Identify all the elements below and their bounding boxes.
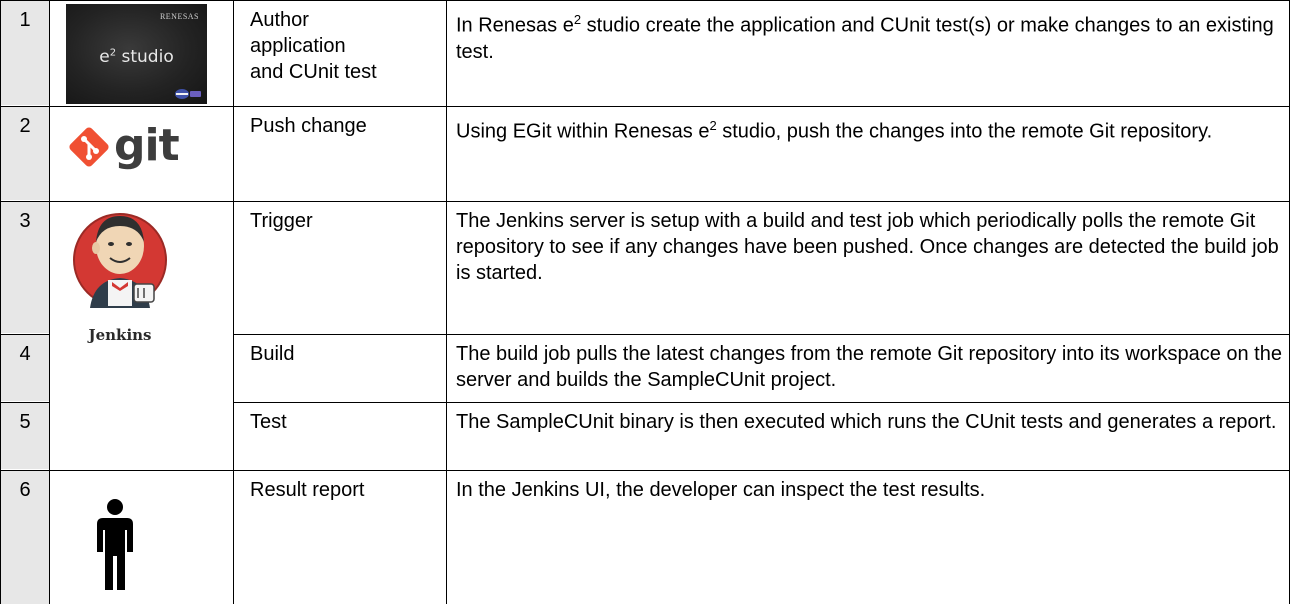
person-icon [97,499,133,590]
step-action-line: application [250,35,346,57]
step-action: Result report [250,479,365,501]
step-action: Test [250,411,287,433]
step-number: 1 [19,9,31,31]
e2-studio-title: e2 studio [99,47,174,67]
git-diamond-icon [69,127,109,167]
step-cell-bg [1,403,49,469]
table-border [233,334,1290,335]
jenkins-butler-icon [73,213,167,308]
step-cell-bg [1,202,49,333]
step-action: Build [250,343,295,365]
step-number: 2 [19,115,31,137]
table-border [446,0,447,604]
step-action: Author application and CUnit test [250,1,440,85]
step-number: 3 [19,210,31,232]
step-action-line: and CUnit test [250,61,377,83]
step-description: In the Jenkins UI, the developer can ins… [456,479,986,501]
eclipse-badge-icon [175,89,201,99]
git-logo: git [66,120,186,174]
jenkins-logo: Jenkins [64,198,176,358]
table-border [0,0,1,604]
step-description: The SampleCUnit binary is then executed … [456,411,1277,433]
table-border [0,201,1290,202]
step-action: Push change [250,115,367,137]
table-border [0,106,1290,107]
table-border [233,0,234,604]
step-action-line: Author [250,9,309,31]
e2-studio-logo: RENESAS e2 studio [66,4,207,104]
git-wordmark: git [114,120,180,171]
step-cell-bg [1,335,49,401]
step-cell-bg [1,107,49,200]
table-border [0,0,1290,1]
step-number: 5 [19,411,31,433]
step-description: Using EGit within Renesas e2 studio, pus… [456,118,1213,143]
step-description: The build job pulls the latest changes f… [456,343,1282,391]
jenkins-label: Jenkins [88,326,152,344]
table-border [233,402,1290,403]
table-border [0,402,50,403]
table-border [49,0,50,604]
table-border [0,334,50,335]
step-cell-bg [1,1,49,105]
step-number: 6 [19,479,31,501]
step-number: 4 [19,343,31,365]
step-cell-bg [1,471,49,604]
table-border [0,470,1290,471]
renesas-brand-text: RENESAS [159,12,199,21]
step-description: In Renesas e2 studio create the applicat… [456,12,1274,63]
step-action: Trigger [250,210,313,232]
step-description: The Jenkins server is setup with a build… [456,210,1279,284]
